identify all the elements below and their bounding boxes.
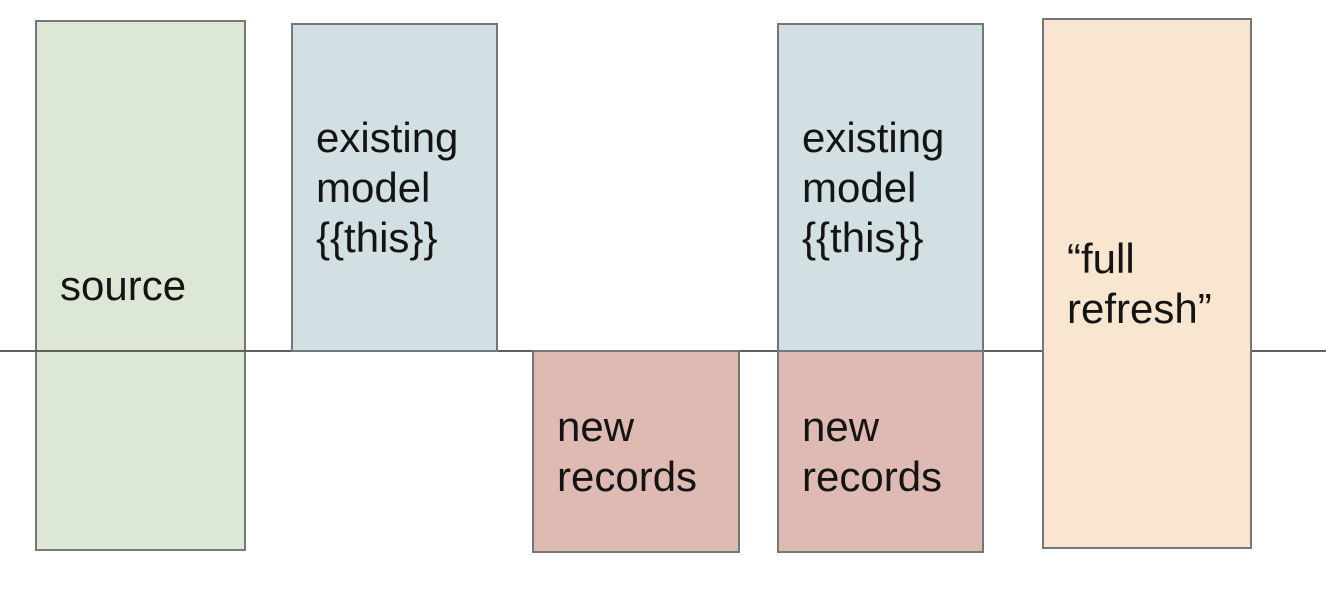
existing-model-label-line: model (316, 163, 431, 211)
existing-model-box-left: existing model {{this}} (291, 23, 498, 352)
full-refresh-label-line: refresh” (1067, 284, 1212, 332)
full-refresh-box: “full refresh” (1042, 18, 1252, 549)
existing-model-label-line: {{this}} (316, 213, 438, 261)
existing-model-label-line: model (802, 163, 917, 211)
existing-model-box-right: existing model {{this}} (777, 23, 984, 352)
new-records-label-line: records (557, 452, 698, 500)
source-box-label: source (60, 261, 187, 309)
new-records-label-line: records (802, 452, 943, 500)
existing-model-label-line: existing (316, 113, 459, 161)
full-refresh-label-line: “full (1067, 234, 1135, 282)
existing-model-label-line: {{this}} (802, 213, 924, 261)
new-records-box-right: new records (777, 350, 984, 553)
new-records-label-line: new (802, 402, 880, 450)
new-records-label-line: new (557, 402, 635, 450)
new-records-box-left: new records (532, 350, 740, 553)
source-box: source (35, 20, 246, 551)
existing-model-label-line: existing (802, 113, 945, 161)
